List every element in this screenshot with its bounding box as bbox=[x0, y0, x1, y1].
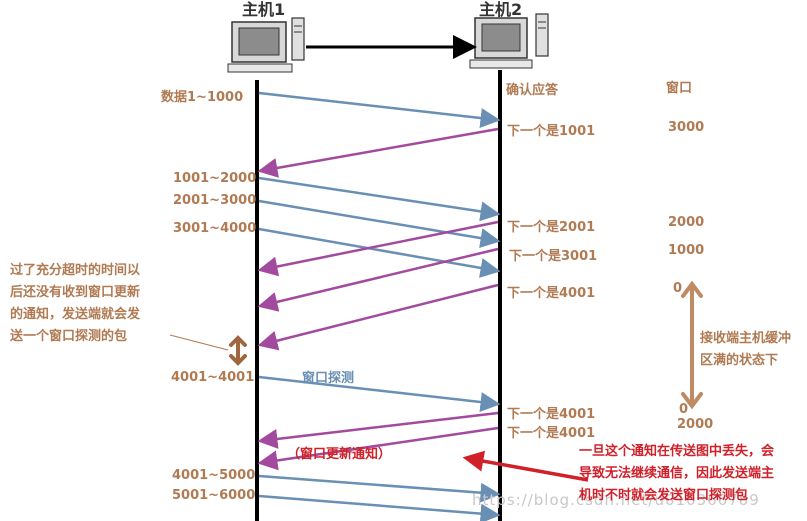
window-value: 0 bbox=[673, 281, 683, 296]
ack-label: 下一个是3001 bbox=[509, 249, 598, 264]
window-value: 3000 bbox=[668, 120, 705, 135]
data-arrow-1 bbox=[258, 91, 501, 128]
window-value: 2000 bbox=[677, 417, 714, 432]
window-value: 0 bbox=[679, 402, 689, 417]
ack-label: 下一个是4001 bbox=[507, 407, 596, 422]
host2-title: 主机2 bbox=[479, 0, 523, 19]
sender-label: 5001~6000 bbox=[172, 488, 256, 503]
lost-notice-arrow bbox=[462, 450, 589, 482]
ack-arrow-2 bbox=[257, 220, 499, 277]
computer-icon-host2 bbox=[469, 13, 549, 69]
ack-arrow-3 bbox=[257, 247, 499, 312]
timeout-note-line: 后还没有收到窗口更新 bbox=[10, 285, 141, 300]
host1-title: 主机1 bbox=[242, 0, 286, 19]
timeout-note-line: 过了充分超时的时间以 bbox=[10, 263, 141, 278]
sender-label: 2001~3000 bbox=[173, 193, 257, 208]
timeout-note-line: 送一个窗口探测的包 bbox=[10, 329, 128, 344]
sender-label: 4001~4001 bbox=[171, 370, 255, 385]
update-label: （窗口更新通知） bbox=[287, 447, 392, 462]
ack-label: 下一个是2001 bbox=[507, 220, 596, 235]
buffer-range-arrow-icon bbox=[681, 280, 703, 410]
timeout-bracket-icon bbox=[229, 335, 247, 366]
data-arrow-6 bbox=[258, 494, 501, 521]
ack-label: 下一个是4001 bbox=[507, 426, 596, 441]
window-value: 2000 bbox=[668, 215, 705, 230]
sender-label: 3001~4000 bbox=[173, 221, 257, 236]
ack-arrow-1 bbox=[257, 127, 499, 178]
ack-header: 确认应答 bbox=[506, 83, 559, 98]
update-arrow bbox=[257, 426, 499, 471]
window-value: 1000 bbox=[668, 243, 705, 258]
watermark: https://blog.csdn.net/u010366789 bbox=[472, 491, 760, 509]
sender-label: 数据1~1000 bbox=[161, 90, 244, 105]
timeout-note-line: 的通知，发送端就会发 bbox=[10, 307, 141, 322]
sender-label: 4001~5000 bbox=[172, 468, 256, 483]
window-header: 窗口 bbox=[666, 81, 693, 96]
lost-notice-line: 一旦这个通知在传送图中丢失，会 bbox=[579, 444, 775, 459]
computer-icon-host1 bbox=[227, 17, 305, 73]
ack-arrow-4 bbox=[257, 283, 499, 351]
sender-label: 1001~2000 bbox=[173, 171, 257, 186]
buffer-note: 接收端主机缓冲 区满的状态下 bbox=[700, 328, 791, 372]
timeout-pointer bbox=[169, 334, 229, 351]
data-arrow-4 bbox=[258, 227, 501, 278]
ack-label: 下一个是4001 bbox=[507, 286, 596, 301]
timeout-note: 过了充分超时的时间以 后还没有收到窗口更新 的通知，发送端就会发 送一个窗口探测… bbox=[10, 260, 140, 348]
ack-arrow-5 bbox=[257, 411, 499, 449]
lost-notice-line: 导致无法继续通信，因此发送端主 bbox=[579, 466, 775, 481]
buffer-note-line: 区满的状态下 bbox=[700, 353, 779, 368]
ack-label: 下一个是1001 bbox=[507, 124, 596, 139]
data-arrow-5 bbox=[258, 474, 501, 503]
lost-notice: 一旦这个通知在传送图中丢失，会 导致无法继续通信，因此发送端主 机时不时就会发送… bbox=[579, 441, 774, 507]
probe-arrow bbox=[258, 375, 501, 412]
buffer-note-line: 接收端主机缓冲 bbox=[700, 331, 792, 346]
probe-label: 窗口探测 bbox=[302, 371, 355, 386]
data-arrow-3 bbox=[258, 199, 501, 248]
data-arrow-2 bbox=[258, 176, 501, 222]
lost-notice-line: 机时不时就会发送窗口探测包 bbox=[579, 488, 749, 503]
